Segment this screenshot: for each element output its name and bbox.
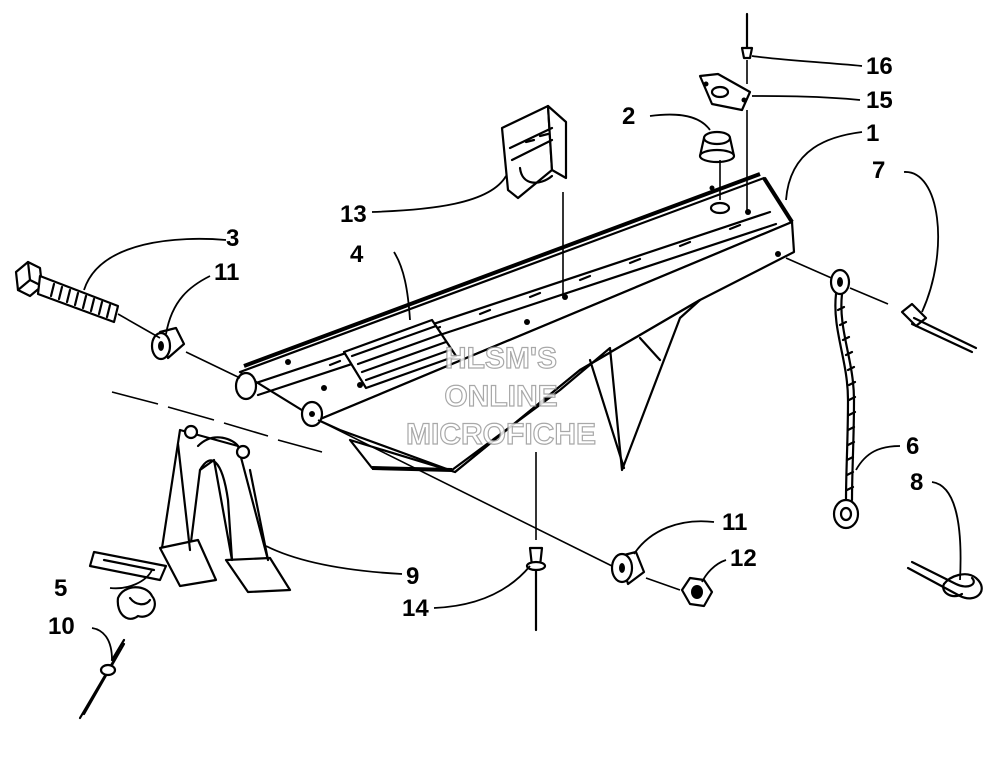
- callout-6: 6: [906, 433, 919, 460]
- hairpin-clip: [906, 560, 983, 600]
- lock-nut: [680, 576, 714, 608]
- watermark: HLSM'S ONLINE MICROFICHE: [405, 341, 596, 451]
- callout-3: 3: [226, 225, 239, 252]
- mount-plate: [698, 72, 752, 112]
- grommet: [698, 130, 736, 164]
- callout-15: 15: [866, 87, 893, 114]
- callout-4: 4: [350, 241, 364, 268]
- watermark-line-1: HLSM'S: [445, 342, 557, 375]
- warning-label: [342, 318, 458, 390]
- knob: [116, 586, 156, 620]
- callout-8: 8: [910, 469, 923, 496]
- callout-12: 12: [730, 545, 757, 572]
- pad-strip: [88, 550, 168, 582]
- callout-5: 5: [54, 575, 67, 602]
- callout-11-left: 11: [214, 259, 239, 286]
- watermark-line-2: ONLINE: [444, 380, 557, 413]
- rivet-left: [78, 638, 126, 720]
- callout-2: 2: [622, 103, 635, 130]
- callout-16: 16: [866, 53, 893, 80]
- callout-11-right: 11: [722, 509, 747, 536]
- callout-13: 13: [340, 201, 367, 228]
- hex-bolt: [14, 260, 120, 324]
- callout-1: 1: [866, 120, 879, 147]
- callout-9: 9: [406, 563, 419, 590]
- rivet-pin: [900, 302, 978, 354]
- lanyard: [829, 268, 860, 530]
- stand-bracket: [158, 424, 292, 594]
- callout-7: 7: [872, 157, 885, 184]
- leader-lines: [83, 55, 962, 661]
- bushing-left: [150, 326, 186, 361]
- callout-10: 10: [48, 613, 75, 640]
- callout-numbers: 1 2 3 4 5 6 7 8 9 10 11 11 12 13 14 15 1…: [48, 53, 923, 640]
- screw: [740, 12, 754, 60]
- assembly-axis-lines: [111, 60, 889, 591]
- callout-14: 14: [402, 595, 429, 622]
- bushing-right: [610, 550, 646, 586]
- spring-clip: [500, 104, 568, 200]
- rivet-bottom: [525, 546, 547, 632]
- watermark-line-3: MICROFICHE: [406, 418, 596, 451]
